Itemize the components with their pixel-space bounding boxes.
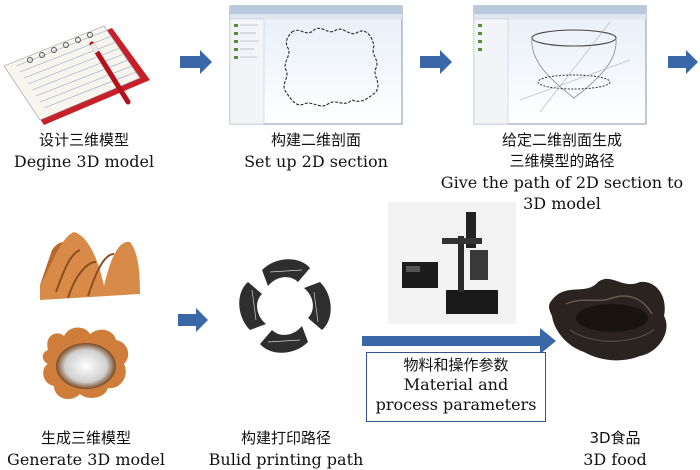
cad-screenshot-2d-section	[229, 5, 403, 125]
step-3d-path-en-1: Give the path of 2D section to	[440, 173, 684, 192]
step-3d-path: 给定二维剖面生成 三维模型的路径 Give the path of 2D sec…	[432, 130, 692, 214]
step-generate-3d-model: 生成三维模型 Generate 3D model	[4, 428, 168, 470]
process-box-en-1: Material and	[403, 375, 509, 394]
arrow-3	[668, 50, 698, 74]
arrow-2	[420, 50, 452, 74]
step-3d-path-zh-1: 给定二维剖面生成	[501, 131, 622, 149]
step-2d-section-zh: 构建二维剖面	[270, 131, 361, 149]
arrow-1	[180, 50, 212, 74]
step-design-zh: 设计三维模型	[38, 131, 129, 149]
step-3d-food-en: 3D food	[583, 450, 647, 469]
step-generate-zh: 生成三维模型	[40, 429, 131, 447]
step-3d-path-en-2: 3D model	[523, 194, 601, 213]
step-3d-path-zh-2: 三维模型的路径	[509, 152, 615, 170]
step-printing-path-en: Bulid printing path	[208, 450, 364, 469]
process-box-en-2: process parameters	[375, 395, 537, 414]
arrow-5	[362, 328, 556, 354]
step-2d-section: 构建二维剖面 Set up 2D section	[228, 130, 404, 172]
cad-screenshot-3d-path	[473, 5, 647, 125]
3d-food-image	[549, 278, 667, 361]
3d-printer-image	[388, 202, 516, 324]
process-parameters-box: 物料和操作参数 Material and process parameters	[366, 352, 546, 422]
step-design-en: Degine 3D model	[13, 152, 155, 171]
step-2d-section-en: Set up 2D section	[244, 152, 388, 171]
step-printing-path-zh: 构建打印路径	[240, 429, 331, 447]
printing-path-image	[239, 259, 331, 353]
step-design-3d-model: 设计三维模型 Degine 3D model	[8, 130, 160, 172]
notebook-pen-image	[3, 25, 150, 125]
step-generate-en: Generate 3D model	[7, 450, 165, 469]
step-printing-path: 构建打印路径 Bulid printing path	[200, 428, 372, 470]
process-box-zh: 物料和操作参数	[403, 356, 509, 374]
step-3d-food-zh: 3D食品	[589, 429, 641, 447]
generated-models-image	[40, 232, 140, 400]
arrow-4	[178, 308, 208, 332]
step-3d-food: 3D食品 3D food	[560, 428, 670, 470]
